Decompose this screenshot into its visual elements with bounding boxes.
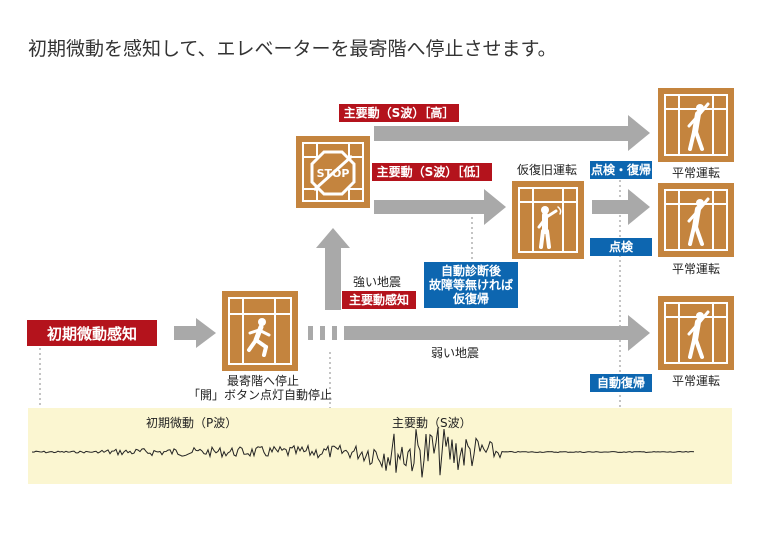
elevator-stop: STOP — [296, 136, 370, 208]
inspect-tag: 点検 — [590, 238, 652, 256]
weak-quake-label: 弱い地震 — [430, 346, 479, 360]
elevator-temp-restore — [512, 181, 584, 259]
self-diag-line3: 仮復帰 — [452, 292, 489, 306]
self-diag-line2: 故障等無ければ — [428, 278, 513, 292]
elevator-normal-3 — [658, 296, 734, 370]
s-low-tag: 主要動（S波）［低］ — [372, 163, 492, 181]
arrow-s-low — [374, 189, 506, 225]
page-title: 初期微動を感知して、エレベーターを最寄階へ停止させます。 — [28, 38, 557, 60]
elevator-normal-2 — [658, 183, 734, 257]
arrow-temp-to-normal — [592, 189, 650, 225]
s-high-tag: 主要動（S波）［高］ — [339, 104, 459, 122]
self-diag-line1: 自動診断後 — [440, 264, 501, 278]
cheering-person-icon — [687, 310, 710, 359]
inspect-restore-tag: 点検・復帰 — [590, 161, 652, 179]
nearest-stop-line2: 「開」ボタン点灯自動停止 — [187, 388, 332, 402]
nearest-stop-line1: 最寄階へ停止 — [226, 374, 299, 388]
seismic-wave-panel: 初期微動（P波） 主要動（S波） — [28, 408, 732, 484]
seismic-waveform — [31, 427, 695, 478]
p-wave-label: 初期微動（P波） — [146, 416, 238, 430]
main-detect-tag: 主要動感知 — [342, 291, 416, 309]
running-person-icon — [247, 318, 271, 357]
arrow-strong-up — [316, 228, 350, 310]
stop-sign-icon: STOP — [310, 150, 356, 196]
cheering-person-icon — [687, 197, 710, 246]
elevator-normal-1 — [658, 88, 734, 162]
cheering-person-icon — [687, 102, 710, 151]
waving-person-icon — [537, 206, 562, 249]
elevator-nearest-stop — [222, 291, 298, 371]
initial-detect-tag: 初期微動感知 — [27, 320, 157, 346]
weak-dash-2 — [320, 326, 325, 340]
auto-restore-tag: 自動復帰 — [590, 374, 652, 392]
strong-quake-label: 強い地震 — [352, 275, 401, 289]
weak-dash-1 — [308, 326, 313, 340]
arrow-detect-to-stop — [174, 318, 216, 348]
self-diag-tag: 自動診断後 故障等無ければ 仮復帰 — [424, 262, 518, 308]
normal-op-label-1: 平常運転 — [671, 166, 720, 180]
weak-dash-3 — [332, 326, 337, 340]
normal-op-label-2: 平常運転 — [671, 262, 720, 276]
arrow-weak — [344, 315, 650, 351]
normal-op-label-3: 平常運転 — [671, 374, 720, 388]
temp-restore-label: 仮復旧運転 — [516, 163, 577, 177]
s-wave-label: 主要動（S波） — [392, 416, 472, 430]
arrow-s-high — [374, 115, 650, 151]
